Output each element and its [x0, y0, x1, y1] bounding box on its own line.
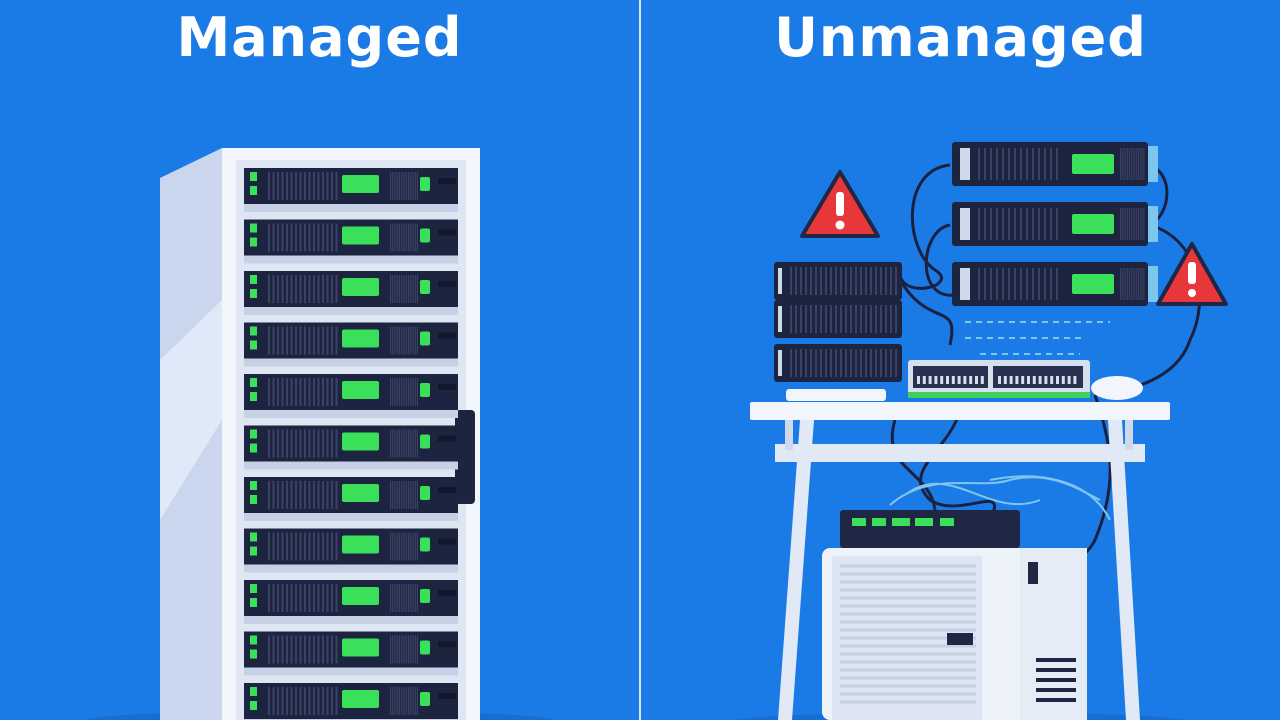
- unmanaged-title: Unmanaged: [774, 6, 1147, 69]
- unmanaged-panel: Unmanaged: [641, 0, 1280, 720]
- rack-server-unit: [244, 477, 458, 521]
- messy-setup-illustration: [734, 142, 1228, 720]
- rack-server-unit: [244, 528, 458, 573]
- rack-server-unit: [244, 168, 458, 212]
- rack-server-unit: [244, 425, 458, 470]
- mouse: [1091, 376, 1143, 400]
- rack-server-unit: [244, 219, 458, 264]
- rack-server-unit: [244, 580, 458, 624]
- panel-divider: [639, 0, 641, 720]
- desktop-computer: [822, 548, 1087, 720]
- stacked-server-unit: [774, 344, 902, 382]
- warning-icon: [800, 170, 880, 238]
- network-switch: [908, 360, 1090, 398]
- managed-title: Managed: [176, 6, 463, 69]
- rack-server-units: [244, 168, 458, 720]
- wall-server-unit: [952, 202, 1158, 246]
- rack-server-unit: [244, 631, 458, 676]
- managed-panel: Managed: [0, 0, 639, 720]
- small-device: [840, 510, 1020, 548]
- rack-server-unit: [244, 322, 458, 367]
- stacked-servers: [774, 262, 902, 382]
- server-rack-illustration: [83, 148, 557, 720]
- rack-server-unit: [244, 271, 458, 315]
- rack-door-handle: [455, 410, 475, 504]
- wall-server-unit: [952, 142, 1158, 186]
- wall-servers: [952, 142, 1158, 306]
- stacked-server-unit: [774, 262, 902, 300]
- rack-server-unit: [244, 683, 458, 720]
- wall-server-unit: [952, 262, 1158, 306]
- desk: [750, 402, 1170, 720]
- rack-server-unit: [244, 374, 458, 418]
- stacked-server-unit: [774, 300, 902, 338]
- blue-cables: [889, 475, 1111, 521]
- dashed-lines: [965, 321, 1110, 355]
- warning-icon: [1156, 242, 1228, 306]
